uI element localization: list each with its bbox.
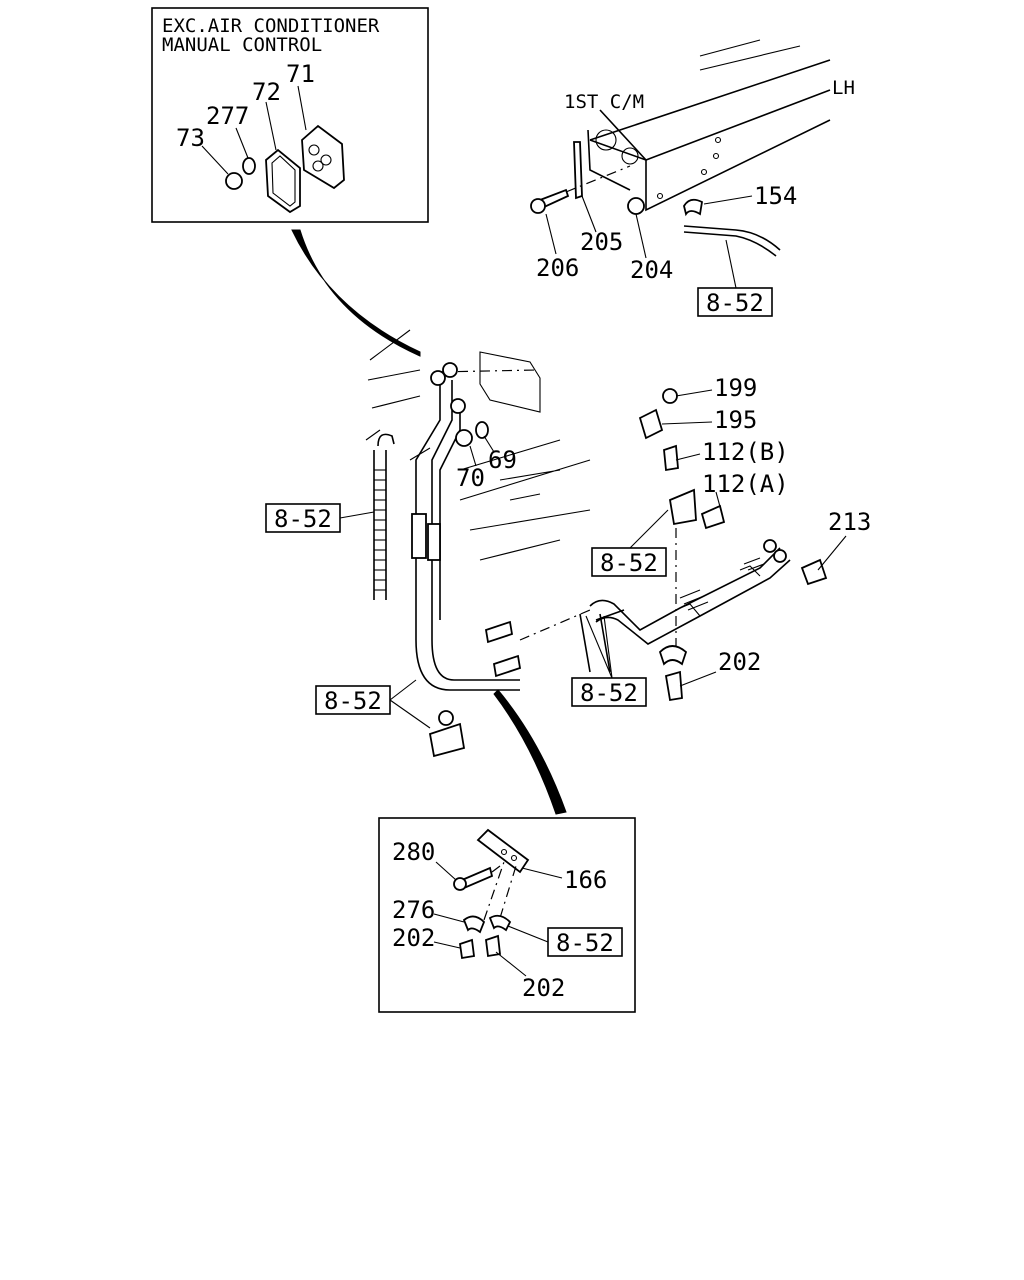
ref-box-3 [591,547,667,577]
label-199: 199 [714,374,757,402]
ref-box-1-label: 8-52 [706,289,764,317]
inset-top: EXC.AIR CONDITIONER MANUAL CONTROL 71 72… [151,7,429,223]
label-72: 72 [252,78,281,106]
ref-box-4 [571,677,647,707]
clip-154-drawing [683,198,703,217]
label-277: 277 [206,102,249,130]
ref-box-2 [265,503,341,533]
frame-detail: 1ST C/M LH 154 205 206 204 [530,39,855,317]
label-202-left: 202 [392,924,435,952]
inset-bottom: 280 166 276 202 202 8-52 [378,817,636,1013]
label-166: 166 [564,866,607,894]
label-280: 280 [392,838,435,866]
ref-box-6 [547,927,623,957]
label-204: 204 [630,256,673,284]
nut-70-drawing [455,429,473,447]
label-70: 70 [456,464,485,492]
bolt-202a-drawing [459,938,476,960]
ref-box-5 [315,685,391,715]
label-1st-cm: 1ST C/M [564,91,644,113]
ref-box-2-label: 8-52 [274,505,332,533]
label-112b: 112(B) [702,438,789,466]
bolt-202b-drawing [485,934,501,958]
nut-drawing [225,172,243,190]
bolt-112a-drawing [700,504,726,530]
right-hose-sleeves [679,557,765,611]
inset-top-title-line2: MANUAL CONTROL [162,34,322,56]
nut-204-drawing [627,197,645,215]
label-112a: 112(A) [702,470,789,498]
ref-box-4-label: 8-52 [580,679,638,707]
label-195: 195 [714,406,757,434]
washer-69-drawing [475,421,489,439]
corrugated-hose [374,469,386,591]
label-202: 202 [718,648,761,676]
bracket-166-drawing [476,828,530,874]
bolt-202-drawing [664,670,683,702]
label-202-right: 202 [522,974,565,1002]
nut-199-drawing [662,388,678,404]
ref-box-1 [697,287,773,317]
bracket-205-drawing [573,141,583,200]
inset-top-title-line1: EXC.AIR CONDITIONER [162,15,380,37]
label-73: 73 [176,124,205,152]
clip-276-drawing [462,915,486,934]
label-276: 276 [392,896,435,924]
ref-box-5-label: 8-52 [324,687,382,715]
label-69: 69 [488,446,517,474]
callout-arrow-top [291,229,421,357]
label-205: 205 [580,228,623,256]
clamp-drawing [658,645,688,666]
label-154: 154 [754,182,797,210]
main-assembly: 199 195 112(B) 112(A) 213 202 69 70 8-52… [265,329,871,758]
gasket-drawing [265,148,301,214]
bolt-112b-drawing [663,444,679,472]
fitting-213-drawing [800,558,828,586]
cover-plate-drawing [301,124,345,190]
label-lh: LH [832,77,855,99]
label-71: 71 [286,60,315,88]
ref-box-6-label: 8-52 [556,929,614,957]
washer-drawing [242,157,256,175]
label-206: 206 [536,254,579,282]
label-213: 213 [828,508,871,536]
ref-box-3-label: 8-52 [600,549,658,577]
callout-arrow-bottom [493,689,567,815]
